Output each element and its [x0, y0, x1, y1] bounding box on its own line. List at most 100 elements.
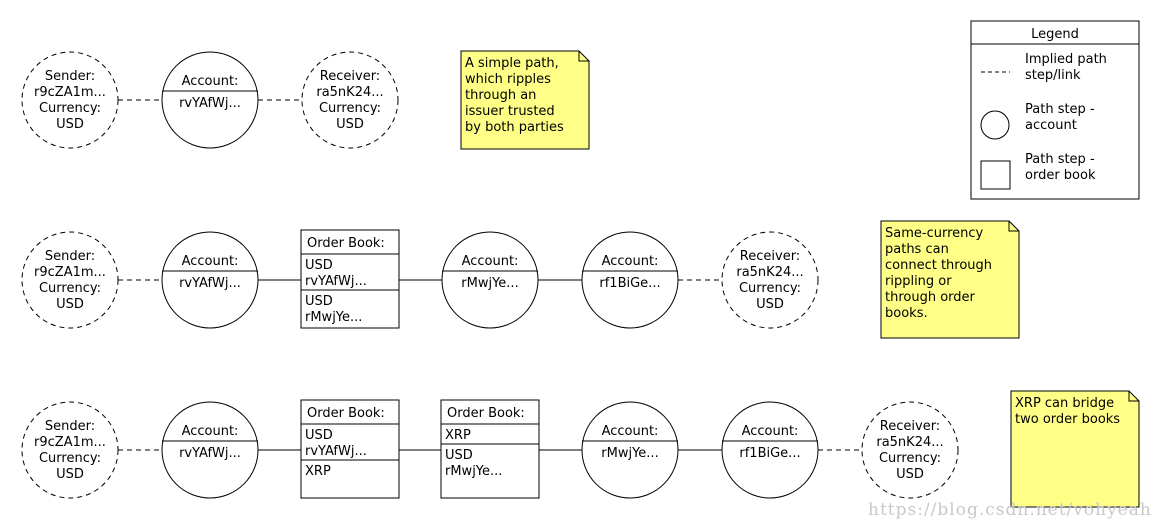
note-text: two order books [1015, 412, 1120, 427]
account-title: Account: [182, 74, 239, 89]
order-book-title: Order Book: [307, 236, 385, 251]
receiver-node: Receiver:ra5nK24...Currency:USD [861, 401, 959, 499]
party-label: USD [336, 117, 364, 132]
path-links [118, 99, 862, 451]
party-label: r9cZA1m... [34, 435, 106, 450]
account-value: rMwjYe... [461, 276, 518, 291]
account-node: Account: rf1BiGe... [581, 231, 679, 329]
order-book-title: Order Book: [307, 406, 385, 421]
path-steps: Sender:r9cZA1m...Currency:USDAccount:rvY… [21, 51, 959, 499]
order-book-currency: rMwjYe... [445, 464, 502, 479]
account-circle [441, 231, 539, 329]
note-text: rippling or [885, 274, 952, 289]
order-book-currency: rvYAfWj... [305, 274, 367, 289]
party-label: Receiver: [320, 69, 380, 84]
watermark: https://blog.csdn.net/vohyeah [868, 500, 1152, 520]
party-label: USD [56, 297, 84, 312]
note-box [880, 220, 1020, 339]
account-value: rf1BiGe... [599, 276, 660, 291]
note-fold [1128, 391, 1139, 402]
implied-step-circle [301, 51, 399, 149]
legend-label: Implied path [1025, 52, 1107, 67]
account-circle [581, 401, 679, 499]
order-book-box [300, 229, 400, 329]
note-text: A simple path, [465, 56, 559, 71]
order-book-currency: XRP [305, 464, 331, 479]
implied-step-circle [721, 231, 819, 329]
implied-step-circle [21, 51, 119, 149]
order-book-currency: XRP [445, 428, 471, 443]
note-text: books. [885, 306, 928, 321]
order-book-currency: USD [445, 448, 473, 463]
receiver-node: Receiver:ra5nK24...Currency:USD [721, 231, 819, 329]
note-text: by both parties [465, 120, 564, 135]
implied-step-circle [861, 401, 959, 499]
account-circle [161, 51, 259, 149]
legend-label: account [1025, 118, 1077, 133]
sender-node: Sender:r9cZA1m...Currency:USD [21, 231, 119, 329]
account-title: Account: [462, 254, 519, 269]
legend-label: order book [1025, 168, 1096, 183]
legend-item-orderbook: Path step -order book [980, 152, 1096, 190]
order-book-node: Order Book:USDrvYAfWj...USDrMwjYe... [300, 229, 400, 329]
account-title: Account: [182, 424, 239, 439]
party-label: Receiver: [740, 249, 800, 264]
account-title: Account: [182, 254, 239, 269]
account-circle [721, 401, 819, 499]
note-text: XRP can bridge [1015, 396, 1114, 411]
legend-square [980, 160, 1011, 190]
account-node: Account: rvYAfWj... [161, 401, 259, 499]
account-title: Account: [742, 424, 799, 439]
implied-step-circle [21, 401, 119, 499]
account-value: rvYAfWj... [179, 276, 241, 291]
party-label: Currency: [879, 451, 941, 466]
account-node: Account:rvYAfWj... [161, 51, 259, 149]
order-book-currency: USD [305, 428, 333, 443]
party-label: USD [896, 467, 924, 482]
order-book-currency: USD [305, 294, 333, 309]
party-label: Sender: [45, 419, 95, 434]
party-label: Sender: [45, 69, 95, 84]
legend-label: step/link [1025, 68, 1081, 83]
legend-label: Path step - [1025, 152, 1095, 167]
account-circle [581, 231, 679, 329]
order-book-currency: rMwjYe... [305, 310, 362, 325]
account-node: Account: rMwjYe... [441, 231, 539, 329]
legend-item-account: Path step -account [980, 102, 1095, 140]
party-label: ra5nK24... [736, 265, 803, 280]
sender-node: Sender:r9cZA1m...Currency:USD [21, 401, 119, 499]
party-label: Currency: [319, 101, 381, 116]
party-label: ra5nK24... [316, 85, 383, 100]
note-text: Same-currency [885, 226, 984, 241]
account-value: rMwjYe... [601, 446, 658, 461]
note-text: which ripples [465, 72, 551, 87]
note-text: issuer trusted [465, 104, 555, 119]
account-title: Account: [602, 424, 659, 439]
account-node: Account: rMwjYe... [581, 401, 679, 499]
account-node: Account: rvYAfWj... [161, 231, 259, 329]
party-label: USD [756, 297, 784, 312]
account-value: rf1BiGe... [739, 446, 800, 461]
order-book-title: Order Book: [447, 406, 525, 421]
legend-label: Path step - [1025, 102, 1095, 117]
order-book-currency: USD [305, 258, 333, 273]
order-book-node: Order Book: XRP USDrMwjYe... [440, 399, 540, 499]
note-text: through order [885, 290, 976, 305]
order-book-currency: rvYAfWj... [305, 444, 367, 459]
note-text: connect through [885, 258, 992, 273]
note-box [460, 50, 590, 150]
account-value: rvYAfWj... [179, 446, 241, 461]
order-book-box [440, 399, 540, 499]
implied-step-circle [21, 231, 119, 329]
party-label: Currency: [39, 281, 101, 296]
party-label: USD [56, 467, 84, 482]
account-title: Account: [602, 254, 659, 269]
party-label: r9cZA1m... [34, 85, 106, 100]
legend-title: Legend [1031, 27, 1079, 42]
